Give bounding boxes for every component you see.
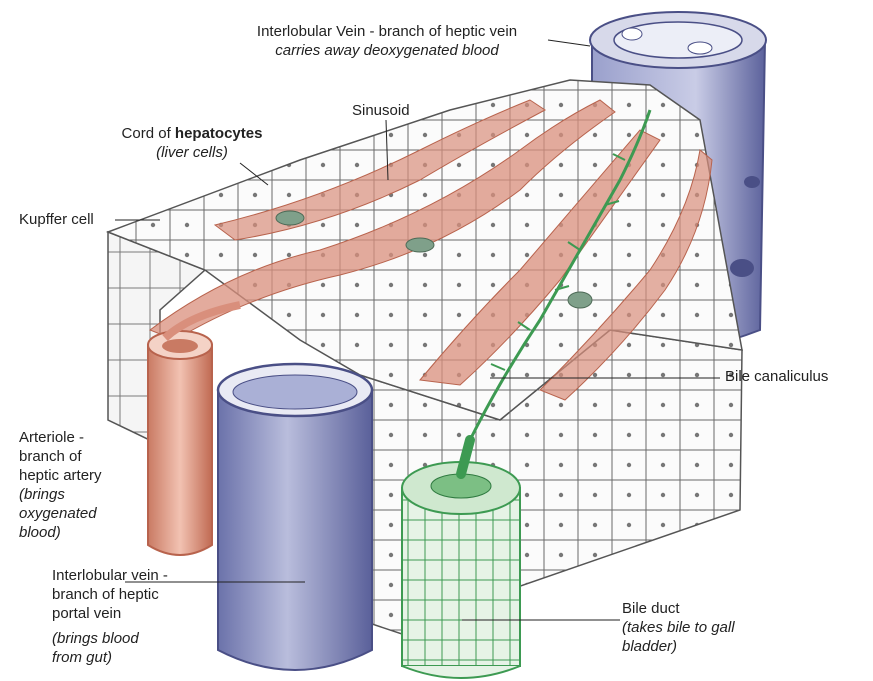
portal-vein-note1: (brings blood	[52, 629, 168, 648]
cord-prefix: Cord of	[122, 125, 175, 142]
label-portal-vein: Interlobular vein - branch of heptic por…	[52, 566, 168, 667]
bile-duct-note1: (takes bile to gall	[622, 618, 735, 637]
cord-bold: hepatocytes	[175, 125, 263, 142]
arteriole-note1: (brings	[19, 485, 102, 504]
kupffer-text: Kupffer cell	[19, 211, 94, 228]
portal-vein-line2: branch of heptic	[52, 585, 168, 604]
sinusoid-text: Sinusoid	[352, 102, 410, 119]
cord-note: (liver cells)	[112, 143, 272, 162]
label-cord-hepatocytes: Cord of hepatocytes (liver cells)	[112, 124, 272, 162]
arteriole-note3: blood)	[19, 523, 102, 542]
arteriole-note2: oxygenated	[19, 504, 102, 523]
bile-canaliculus-text: Bile canaliculus	[725, 368, 828, 385]
interlobular-vein-top-note: carries away deoxygenated blood	[222, 41, 552, 60]
portal-vein-line3: portal vein	[52, 604, 168, 623]
label-kupffer-cell: Kupffer cell	[19, 210, 94, 229]
arteriole-line1: Arteriole -	[19, 428, 102, 447]
label-bile-duct: Bile duct (takes bile to gall bladder)	[622, 599, 735, 656]
label-interlobular-vein-top: Interlobular Vein - branch of heptic vei…	[222, 22, 552, 60]
label-sinusoid: Sinusoid	[352, 101, 410, 120]
portal-vein	[218, 364, 372, 670]
cord-title: Cord of hepatocytes	[112, 124, 272, 143]
bile-duct-title: Bile duct	[622, 599, 735, 618]
bile-duct	[402, 440, 520, 678]
label-arteriole: Arteriole - branch of heptic artery (bri…	[19, 428, 102, 542]
arteriole-line2: branch of	[19, 447, 102, 466]
bile-duct-note2: bladder)	[622, 637, 735, 656]
portal-vein-line1: Interlobular vein -	[52, 566, 168, 585]
portal-vein-note2: from gut)	[52, 648, 168, 667]
arteriole-line3: heptic artery	[19, 466, 102, 485]
interlobular-vein-top-title: Interlobular Vein - branch of heptic vei…	[222, 22, 552, 41]
label-bile-canaliculus: Bile canaliculus	[725, 367, 828, 386]
